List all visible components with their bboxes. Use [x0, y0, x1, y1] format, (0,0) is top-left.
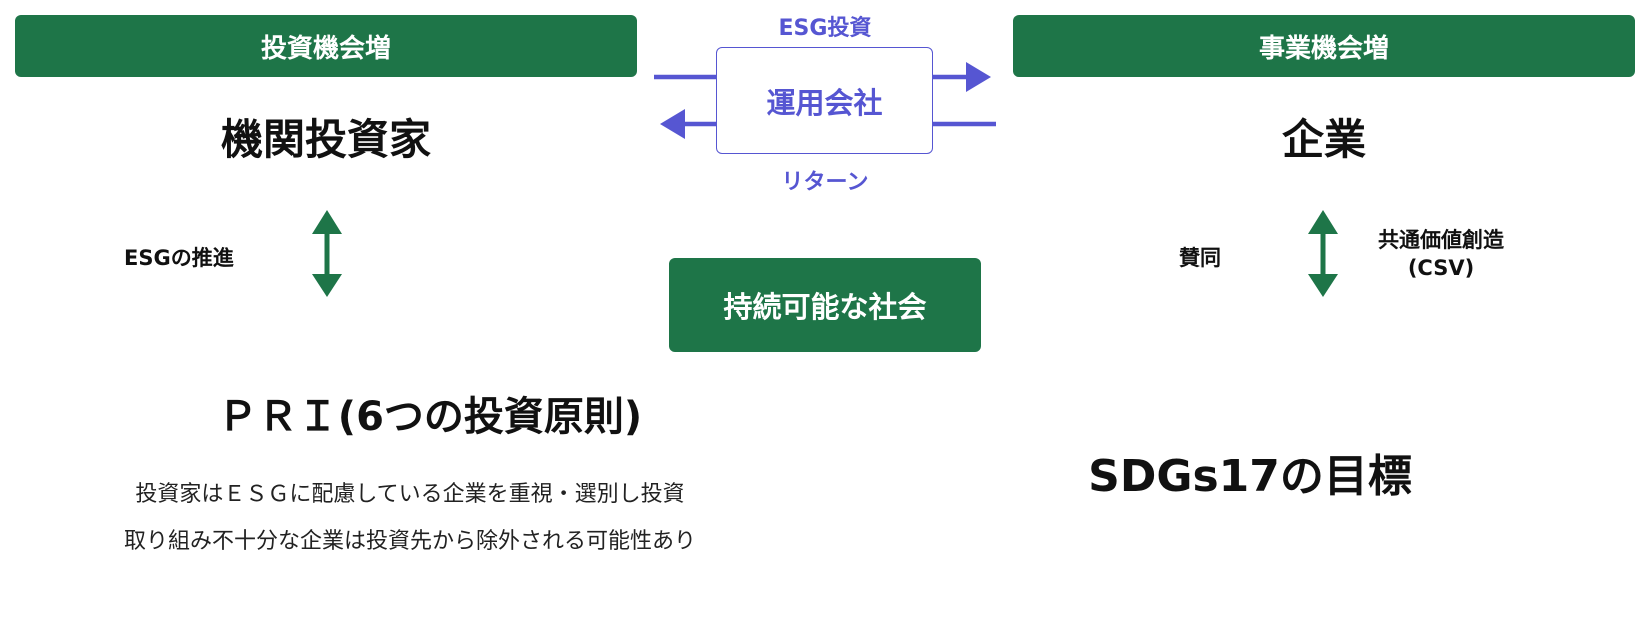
- esg-promotion-label: ESGの推進: [124, 246, 234, 270]
- left-banner-label: 投資機会増: [260, 33, 391, 64]
- sustainable-society-box: 持続可能な社会: [669, 258, 981, 352]
- return-label: リターン: [781, 170, 869, 195]
- pri-title: ＰＲＩ(6つの投資原則): [217, 394, 643, 440]
- esg-investment-label: ESG投資: [778, 16, 872, 41]
- agreement-label: 賛同: [1179, 246, 1221, 270]
- sustainable-society-label: 持続可能な社会: [723, 290, 927, 324]
- right-banner-label: 事業機会増: [1258, 33, 1389, 64]
- left-banner: 投資機会増: [15, 15, 637, 77]
- csv-label-line2: (CSV): [1407, 256, 1475, 280]
- pri-description-line2: 取り組み不十分な企業は投資先から除外される可能性あり: [123, 529, 696, 554]
- pri-description-line1: 投資家はＥＳＧに配慮している企業を重視・選別し投資: [135, 482, 685, 507]
- csv-label-line1: 共通価値創造: [1378, 228, 1504, 252]
- institutional-investor-title: 機関投資家: [220, 115, 431, 164]
- left-double-arrow: [312, 210, 342, 297]
- right-double-arrow: [1308, 210, 1338, 297]
- sdgs-title: SDGs17の目標: [1088, 451, 1412, 502]
- company-title: 企業: [1281, 115, 1366, 164]
- asset-management-box: 運用会社: [716, 47, 933, 154]
- purple-right-arrow: [654, 62, 991, 92]
- purple-left-arrow: [660, 109, 996, 139]
- asset-management-label: 運用会社: [766, 85, 883, 120]
- right-banner: 事業機会増: [1013, 15, 1635, 77]
